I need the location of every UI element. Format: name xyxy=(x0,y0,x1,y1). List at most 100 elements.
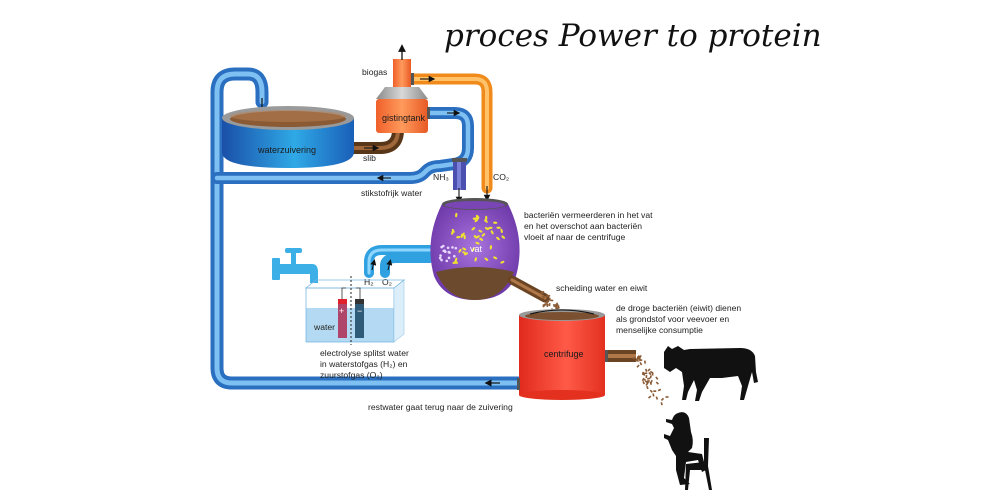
svg-text:+: + xyxy=(339,306,344,316)
pellet xyxy=(541,290,545,295)
pellet xyxy=(636,364,640,368)
pellet xyxy=(546,294,549,298)
pellet xyxy=(647,368,651,372)
bacterium xyxy=(463,234,466,240)
o2-label: O₂ xyxy=(382,277,392,287)
pellet xyxy=(653,390,657,392)
bacterium xyxy=(455,212,458,218)
bacterium xyxy=(481,233,486,237)
bacterium xyxy=(489,245,493,250)
bacteria-dots xyxy=(451,212,506,264)
pellet xyxy=(547,294,551,298)
electrolysis-note: electrolyse splitst water in waterstofga… xyxy=(320,348,411,380)
bacterium xyxy=(484,257,489,261)
pellet xyxy=(644,372,648,375)
biogas-label: biogas xyxy=(362,67,387,77)
bacterium xyxy=(451,230,454,235)
svg-text:−: − xyxy=(357,306,362,316)
bacterium xyxy=(501,235,506,239)
pellet xyxy=(655,376,659,380)
bacterium xyxy=(474,218,479,223)
pellet xyxy=(639,362,643,366)
bacterium xyxy=(456,235,461,239)
gas-bubbles xyxy=(438,244,458,263)
gistingtank xyxy=(376,59,430,133)
flow-arrow-icon xyxy=(386,259,393,271)
pellet xyxy=(550,299,554,302)
bacterium xyxy=(471,227,476,231)
scheiding-label: scheiding water en eiwit xyxy=(556,283,648,293)
gistingtank-label: gistingtank xyxy=(382,113,426,123)
pellet xyxy=(638,354,642,359)
water-return-pipe xyxy=(210,67,525,390)
pellet xyxy=(649,389,653,393)
battery-plus-icon: + xyxy=(338,299,347,338)
vat-label: vat xyxy=(470,244,483,254)
pellet xyxy=(540,290,544,295)
water-label: water xyxy=(313,322,335,332)
bacterium xyxy=(479,237,484,241)
bacterium xyxy=(464,252,469,256)
bacterium xyxy=(476,215,479,220)
bacterium xyxy=(490,230,494,235)
pellet xyxy=(641,377,645,382)
battery-minus-icon: − xyxy=(355,299,364,338)
bacterium xyxy=(488,226,493,230)
nh3-label: NH₃ xyxy=(433,172,449,182)
bacterium xyxy=(496,226,501,229)
pellet xyxy=(649,375,653,379)
pellet xyxy=(652,393,655,397)
protein-pellets xyxy=(632,354,669,406)
bacterium xyxy=(496,236,500,241)
bacterium xyxy=(500,260,505,264)
co2-pipe xyxy=(406,73,493,194)
waterzuivering-tank xyxy=(222,106,354,168)
bubble xyxy=(445,259,449,263)
person-eating-icon xyxy=(664,412,712,490)
pellet xyxy=(632,356,636,360)
bubble xyxy=(447,250,451,254)
bubble xyxy=(439,254,442,257)
pellet xyxy=(636,356,639,360)
protein-outflow-pipe xyxy=(608,350,636,362)
pellet xyxy=(647,377,651,380)
restwater-label: restwater gaat terug naar de zuivering xyxy=(368,402,513,412)
pellet xyxy=(642,380,646,385)
pellet xyxy=(646,379,650,383)
pellet xyxy=(657,388,662,392)
bacterium xyxy=(472,217,478,220)
bubble xyxy=(453,254,456,258)
pellet xyxy=(646,385,649,390)
pellet xyxy=(655,381,660,385)
vat-bioreactor xyxy=(430,198,520,300)
pellet xyxy=(542,296,546,300)
bacterium xyxy=(454,260,458,264)
pellet xyxy=(655,396,659,400)
bacterium xyxy=(492,221,498,224)
gas-pipes-h2-o2 xyxy=(364,245,435,278)
pellet xyxy=(646,381,650,385)
bubble xyxy=(447,256,451,260)
bacteria-note: bacteriën vermeerderen in het vat en het… xyxy=(524,210,655,242)
bubble xyxy=(446,246,450,250)
pellet xyxy=(639,358,643,362)
bubble xyxy=(454,246,458,250)
bacterium xyxy=(473,235,478,239)
bacterium xyxy=(493,256,498,260)
pellet xyxy=(648,372,652,376)
pellet xyxy=(548,297,551,301)
pellet xyxy=(651,372,654,376)
centrifuge-label: centrifuge xyxy=(544,349,584,359)
pellet xyxy=(552,303,556,308)
bubble xyxy=(440,245,443,249)
bacterium xyxy=(484,227,489,231)
pellet xyxy=(543,303,546,307)
pellet xyxy=(555,303,559,307)
water-tap-icon xyxy=(272,248,318,283)
pellet xyxy=(636,358,640,363)
bacterium xyxy=(462,247,467,251)
pellet xyxy=(645,375,648,379)
bacterium xyxy=(484,219,488,223)
electrolysis-container xyxy=(304,279,406,343)
